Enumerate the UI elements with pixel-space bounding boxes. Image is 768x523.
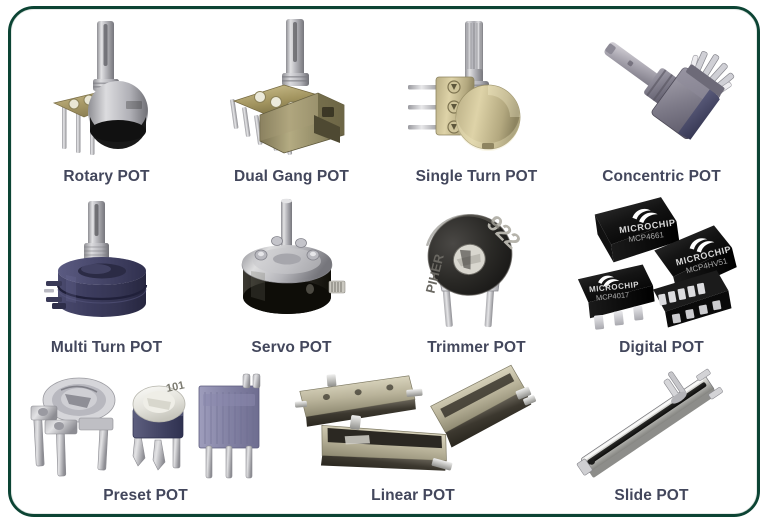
item-label-linear: Linear POT	[371, 486, 455, 504]
multi-turn-pot-image	[14, 190, 199, 340]
poster-row-1: Rotary POT	[14, 10, 754, 190]
single-turn-pot-image	[384, 10, 569, 169]
preset-pot-image: 101	[14, 365, 277, 488]
servo-pot-image	[199, 190, 384, 340]
single-turn-pins	[407, 85, 442, 130]
item-label-concentric: Concentric POT	[602, 167, 721, 185]
digital-pot-chip-1: MICROCHIP MCP4661	[594, 197, 680, 263]
item-label-rotary: Rotary POT	[63, 167, 150, 185]
rotary-pot-image	[14, 10, 199, 169]
item-label-servo: Servo POT	[251, 338, 332, 356]
multi-turn-terminals	[43, 281, 66, 310]
item-label-single-turn: Single Turn POT	[415, 167, 538, 185]
item-label-preset: Preset POT	[103, 486, 188, 504]
item-label-digital: Digital POT	[619, 338, 704, 356]
item-slide-pot: Slide POT	[549, 365, 754, 515]
item-digital-pot: MICROCHIP MCP4661 MICROCHIP	[569, 190, 754, 365]
trimmer-pot-image: 922 PIHER	[384, 190, 569, 340]
item-preset-pot: 101	[14, 365, 277, 515]
item-label-trimmer: Trimmer POT	[427, 338, 526, 356]
item-label-slide: Slide POT	[614, 486, 689, 504]
item-rotary-pot: Rotary POT	[14, 10, 199, 190]
trimmer-legs	[441, 283, 494, 328]
preset-device-lilac	[198, 374, 260, 479]
linear-slider-2	[320, 415, 453, 471]
item-single-turn-pot: Single Turn POT	[384, 10, 569, 190]
poster-grid: Rotary POT	[14, 10, 754, 513]
digital-pot-image: MICROCHIP MCP4661 MICROCHIP	[569, 190, 754, 340]
item-dual-gang-pot: Dual Gang POT	[199, 10, 384, 190]
digital-pot-chip-4	[653, 270, 732, 328]
digital-pot-chip-3: MICROCHIP MCP4017	[577, 264, 655, 330]
slide-pot-image	[549, 365, 754, 488]
item-trimmer-pot: 922 PIHER Trimmer POT	[384, 190, 569, 365]
poster-row-3: 101	[14, 364, 754, 515]
linear-slider-3	[430, 364, 536, 448]
item-concentric-pot: Concentric POT	[569, 10, 754, 190]
item-servo-pot: Servo POT	[199, 190, 384, 365]
item-linear-pot: Linear POT	[277, 364, 549, 515]
preset-device-open-frame	[30, 377, 115, 477]
dual-gang-pot-image	[199, 10, 384, 169]
item-label-dual-gang: Dual Gang POT	[234, 167, 349, 185]
item-multi-turn-pot: Multi Turn POT	[14, 190, 199, 365]
item-label-multi-turn: Multi Turn POT	[50, 338, 163, 356]
preset-code-text: 101	[165, 380, 185, 396]
digital-chip-part-3: MCP4017	[596, 290, 630, 302]
servo-screws	[254, 236, 319, 261]
concentric-pot-image	[569, 10, 754, 169]
poster-row-2: Multi Turn POT	[14, 190, 754, 365]
linear-slider-1	[294, 374, 423, 428]
preset-device-white-top: 101	[132, 380, 185, 471]
linear-pot-image	[277, 364, 549, 488]
